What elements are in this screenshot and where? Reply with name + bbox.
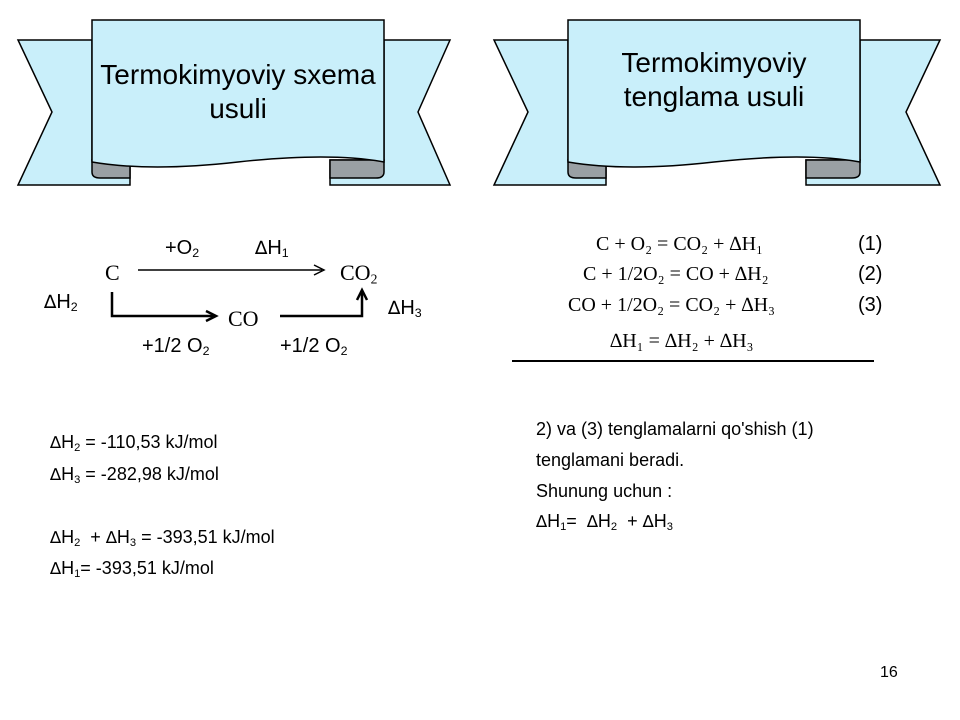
right-banner-line1: Termokimyoviy [621, 47, 807, 78]
explanation-line2: tenglamani beradi. [536, 450, 685, 470]
arrow-co-to-co2 [280, 292, 364, 318]
equation-1-number: (1) [858, 233, 883, 255]
arrow-c-to-co [110, 292, 214, 318]
value-dh1: ∆H1= -393,51 kJ/mol [50, 558, 214, 580]
half-o2-left-label: +1/2 O2 [142, 335, 210, 359]
value-dh2: ∆H2 = -110,53 kJ/mol [50, 432, 218, 454]
arrow-head-co2-up [355, 287, 369, 301]
half-o2-right-label: +1/2 O2 [280, 335, 348, 359]
explanation-line3: Shunung uchun : [536, 481, 673, 501]
o2-label: +O2 [165, 237, 200, 261]
co-label: CO [228, 306, 259, 331]
right-banner-title: Termokimyoviy tenglama usuli [568, 46, 860, 114]
left-banner-line1: Termokimyoviy sxema [100, 59, 376, 90]
equations-divider [512, 360, 874, 362]
value-sum: ∆H2 + ∆H3 = -393,51 kJ/mol [50, 527, 275, 549]
left-banner-line2: usuli [209, 93, 267, 124]
value-dh3: ∆H3 = -282,98 kJ/mol [50, 464, 219, 486]
arrow-head-co2 [313, 264, 326, 276]
explanation-final-equation: ∆H1= ∆H2 + ∆H3 [536, 511, 673, 533]
equation-2: C + 1/2O₂ = CO + ∆H₂ [583, 263, 769, 285]
carbon-label: C [105, 260, 120, 285]
page-number: 16 [880, 664, 898, 681]
arrow-head-co [205, 309, 219, 323]
left-banner [16, 19, 452, 186]
left-banner-title: Termokimyoviy sxema usuli [70, 58, 406, 126]
co2-label: CO2 [340, 260, 378, 287]
right-banner-line2: tenglama usuli [623, 81, 805, 112]
equation-3: CO + 1/2O₂ = CO₂ + ∆H₃ [568, 294, 776, 316]
dh2-label: ∆H2 [44, 291, 78, 315]
banner-graphics [16, 19, 942, 186]
dh1-label: ∆H1 [255, 237, 289, 261]
equation-2-number: (2) [858, 263, 883, 285]
explanation-line1: 2) va (3) tenglamalarni qo'shish (1) [536, 419, 814, 439]
equation-1: C + O₂ = CO₂ + ∆H₁ [596, 233, 764, 255]
right-banner [492, 19, 942, 186]
dh3-label: ∆H3 [388, 297, 422, 321]
equation-sum: ∆H₁ = ∆H₂ + ∆H₃ [610, 330, 754, 352]
equation-3-number: (3) [858, 294, 883, 316]
